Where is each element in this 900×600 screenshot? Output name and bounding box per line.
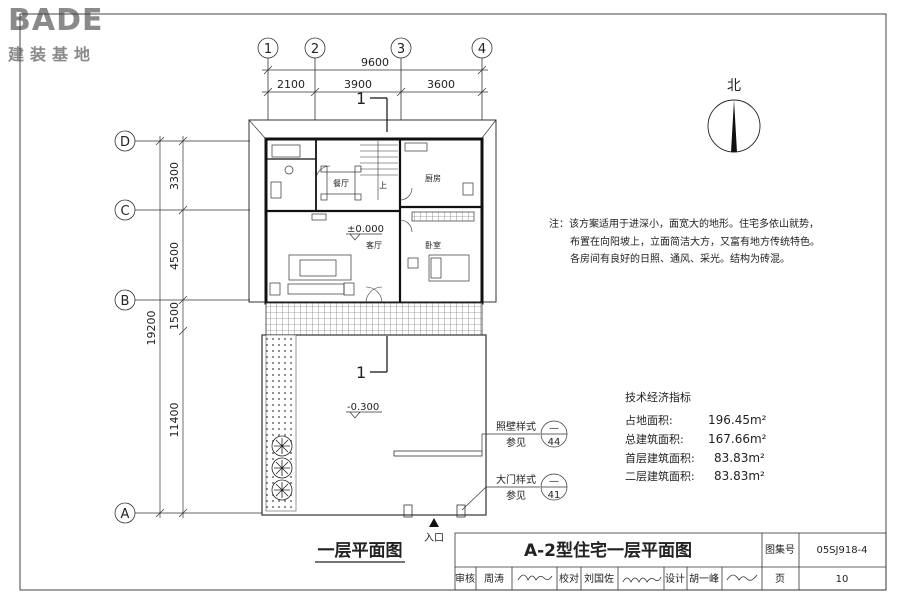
axis-row-b: B [121, 294, 130, 309]
level-symbols [346, 233, 382, 419]
callout-leaders [461, 420, 568, 511]
plan-title: 一层平面图 [318, 541, 403, 561]
section-mark-top: 1 [356, 89, 366, 108]
checker-name: 刘国佐 [584, 573, 614, 585]
bed [407, 254, 470, 282]
design-label: 设计 [665, 572, 685, 585]
row-axes [114, 130, 262, 524]
callout-screen-ref: 参见 [506, 436, 526, 449]
tech-value-1: 196.45m² [708, 413, 767, 427]
tech-label-3: 首层建筑面积: [625, 451, 695, 465]
page-label: 页 [775, 573, 785, 585]
callout-gate-top: — [549, 476, 559, 487]
callout-gate-text: 大门样式 [496, 473, 536, 486]
staircase [360, 141, 398, 200]
callout-gate-ref: 参见 [506, 489, 526, 502]
axis-row-d: D [120, 135, 130, 150]
left-dimension-lines [155, 136, 188, 518]
room-kitchen: 厨房 [425, 173, 441, 183]
house-plan [248, 119, 497, 518]
level-indoor: ±0.000 [347, 224, 384, 235]
tech-value-3: 83.83m² [714, 451, 765, 465]
tech-label-4: 二层建筑面积: [625, 469, 695, 483]
reviewer-name: 周涛 [484, 572, 504, 585]
door-swings [315, 165, 413, 304]
axis-col-1: 1 [264, 42, 272, 57]
tech-value-4: 83.83m² [714, 469, 765, 483]
atlas-number: 05SJ918-4 [816, 545, 867, 556]
designer-signature [726, 574, 758, 581]
title-block [454, 532, 887, 591]
section-mark-bottom: 1 [356, 363, 366, 382]
signatures [517, 574, 758, 583]
tech-title: 技术经济指标 [625, 390, 691, 404]
tech-label-1: 占地面积: [625, 413, 673, 427]
axis-col-4: 4 [478, 42, 486, 57]
logo-brand: BADE [8, 3, 103, 38]
north-label: 北 [727, 78, 741, 94]
callout-gate-num: 41 [548, 490, 561, 501]
logo-subtitle: 建装基地 [8, 45, 96, 64]
dim-top-seg-1: 2100 [277, 78, 305, 91]
living-sofa [269, 254, 355, 296]
axis-col-3: 3 [397, 42, 405, 57]
check-label: 校对 [559, 572, 579, 585]
entrance-label: 入口 [424, 533, 444, 544]
note-line-3: 各房间有良好的日照、通风、采光。结构为砖混。 [570, 252, 790, 265]
wash-basin [284, 165, 294, 175]
note-line-1: 注：该方案适用于进深小，面宽大的地形。住宅多依山就势， [549, 217, 819, 230]
stove [404, 142, 428, 152]
drawing-title: A-2型住宅一层平面图 [524, 540, 692, 561]
terrace-paving [265, 302, 483, 336]
callout-screen-top: — [549, 423, 559, 434]
callout-screen-text: 照壁样式 [496, 420, 536, 433]
dim-left-seg-2: 4500 [168, 242, 181, 270]
sheet-border [19, 13, 887, 591]
gate-post-right [456, 504, 466, 518]
courtyard-wall [261, 334, 487, 516]
atlas-label: 图集号 [765, 543, 795, 556]
axis-row-a: A [121, 507, 130, 522]
dim-left-total: 19200 [145, 311, 158, 346]
review-label: 审核 [455, 572, 475, 585]
note-line-2: 布置在向阳坡上，立面简洁大方，又富有地方传统特色。 [570, 235, 820, 248]
section-marks [370, 97, 388, 373]
tech-value-2: 167.66m² [708, 432, 767, 446]
gate-post-left [403, 504, 413, 518]
screen-wall [393, 450, 483, 457]
wardrobe [411, 211, 475, 222]
north-arrow [707, 99, 761, 153]
axis-row-c: C [120, 204, 129, 219]
dim-top-seg-2: 3900 [344, 78, 372, 91]
dim-left-seg-3: 1500 [168, 302, 181, 330]
callout-screen-num: 44 [548, 437, 561, 448]
designer-name: 胡一峰 [689, 572, 719, 585]
dim-left-seg-4: 11400 [168, 403, 181, 438]
top-dimension-lines [262, 65, 488, 97]
reviewer-signature [517, 574, 553, 581]
room-living: 客厅 [366, 240, 382, 250]
room-dining: 餐厅 [333, 179, 349, 188]
bade-logo: BADE 建装基地 [8, 3, 103, 64]
room-stair-up: 上 [379, 181, 387, 190]
tv-cabinet [311, 213, 327, 221]
tech-label-2: 总建筑面积: [625, 432, 684, 446]
entrance-arrow [429, 518, 439, 527]
axis-col-2: 2 [311, 42, 319, 57]
dim-left-seg-1: 3300 [168, 162, 181, 190]
bathtub [271, 144, 301, 158]
trees [271, 435, 293, 501]
kitchen-sink [462, 182, 474, 196]
page-number: 10 [836, 574, 849, 585]
dim-top-total: 9600 [361, 56, 389, 69]
level-outdoor: -0.300 [347, 402, 379, 413]
dim-top-seg-3: 3600 [427, 78, 455, 91]
checker-signature [622, 576, 662, 583]
column-axes [257, 37, 493, 120]
room-bedroom: 卧室 [425, 240, 441, 250]
dining-table [320, 165, 362, 201]
toilet [270, 181, 282, 199]
